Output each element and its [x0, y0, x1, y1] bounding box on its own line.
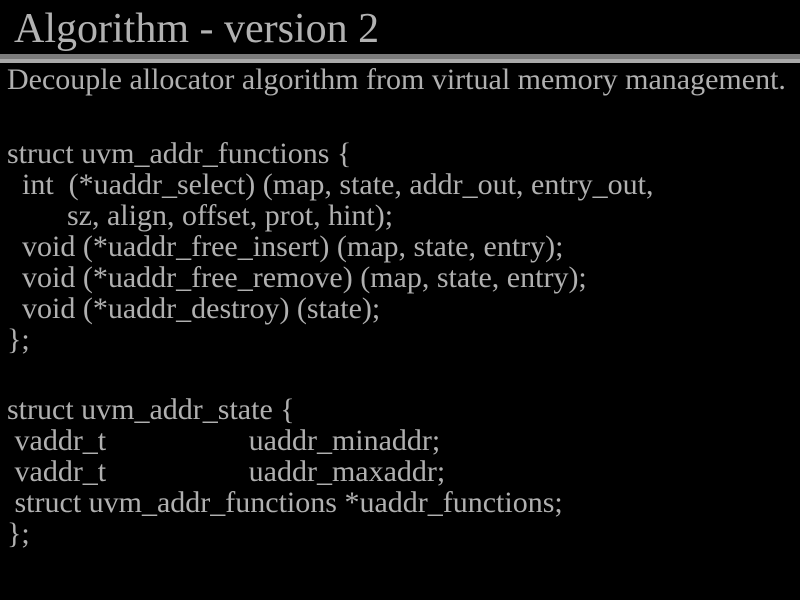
code-line: void (*uaddr_destroy) (state); [7, 292, 381, 325]
code-line: struct uvm_addr_functions { [7, 137, 352, 170]
code-line: void (*uaddr_free_insert) (map, state, e… [7, 230, 564, 263]
title-divider-bottom-rule [0, 59, 800, 63]
title-divider-top-rule [0, 54, 800, 59]
title-divider [0, 54, 800, 63]
code-line: }; [7, 517, 30, 550]
code-line: struct uvm_addr_functions *uaddr_functio… [7, 486, 563, 519]
slide-title: Algorithm - version 2 [14, 6, 380, 52]
code-line: vaddr_t uaddr_maxaddr; [7, 455, 446, 488]
code-line: }; [7, 323, 30, 356]
slide-subtitle: Decouple allocator algorithm from virtua… [7, 63, 786, 96]
code-block-uvm-addr-state: struct uvm_addr_state { vaddr_t uaddr_mi… [7, 394, 563, 549]
code-line: void (*uaddr_free_remove) (map, state, e… [7, 261, 587, 294]
code-line: int (*uaddr_select) (map, state, addr_ou… [7, 168, 654, 201]
code-line: vaddr_t uaddr_minaddr; [7, 424, 441, 457]
code-line: sz, align, offset, prot, hint); [7, 199, 394, 232]
code-line: struct uvm_addr_state { [7, 393, 295, 426]
code-block-uvm-addr-functions: struct uvm_addr_functions { int (*uaddr_… [7, 138, 653, 355]
